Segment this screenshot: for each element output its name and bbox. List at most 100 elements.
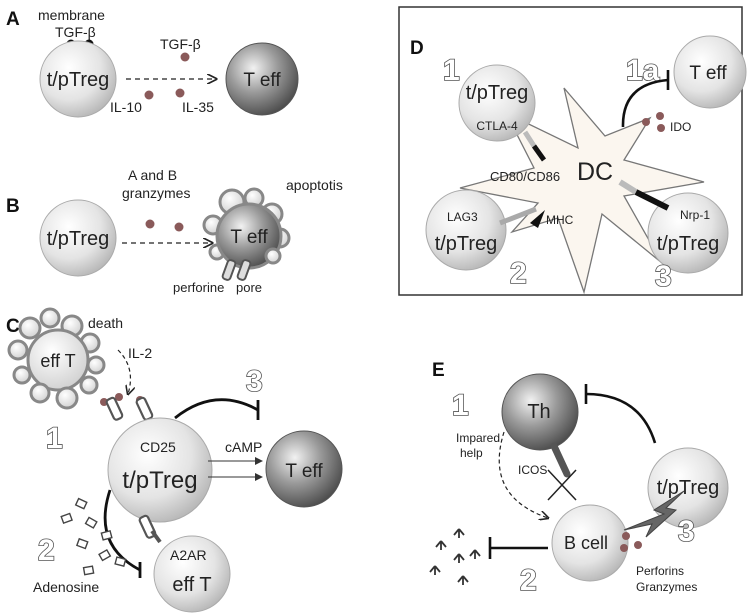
perforin-dot (622, 532, 630, 540)
bcell (551, 504, 629, 582)
membrane-tgf-label: TGF-β (55, 24, 96, 40)
perforin-pore (221, 259, 252, 281)
panel-letter: A (6, 9, 20, 30)
teff-label: T eff (230, 227, 268, 248)
inhibition-arc (621, 78, 669, 128)
icos-receptor (550, 442, 571, 478)
teff-cell (265, 430, 343, 508)
treg-label: t/pTreg (122, 467, 197, 494)
cytokine-dot (180, 52, 190, 62)
mechanism-number: 1 (46, 422, 63, 455)
il2-label: IL-2 (128, 345, 152, 361)
panel-letter: D (410, 38, 424, 59)
mechanism-number: 2 (38, 534, 55, 567)
th-cell (501, 373, 579, 451)
treg-label: t/pTreg (657, 477, 720, 499)
impaired-label: Impared (456, 431, 500, 445)
cd80-ligand (531, 144, 547, 162)
ido-dot (657, 124, 665, 132)
panel-e: E Th ICOS t/pTreg 1 Impared help B cell … (429, 360, 729, 598)
adenosine-label: Adenosine (33, 579, 99, 595)
il10-label: IL-10 (110, 99, 142, 115)
cd80-label: CD80/CD86 (490, 169, 560, 184)
cd25-receptor (105, 396, 154, 421)
cd25-label: CD25 (140, 439, 176, 455)
treg-cell (647, 192, 729, 274)
mechanism-number: 1 (452, 389, 469, 422)
teff-label: T eff (285, 461, 323, 482)
membrane-label: membrane (38, 7, 105, 23)
death-label: death (88, 315, 123, 331)
teff-cell (225, 42, 299, 116)
nrp1-ligand (634, 189, 670, 211)
panel-c: C eff T death IL-2 1 CD25 t/pTreg 3 (6, 307, 343, 613)
nrp1-label: Nrp-1 (680, 208, 710, 222)
adenosine-molecules (60, 497, 127, 576)
apoptotic-teff-cell (202, 187, 291, 270)
efft-cell (153, 535, 231, 613)
mechanism-number: 3 (678, 515, 695, 548)
icos-label: ICOS (518, 463, 547, 477)
mechanism-number: 2 (510, 257, 527, 290)
mechanism-number: 3 (655, 260, 672, 293)
treg-label: t/pTreg (466, 82, 529, 104)
mechanism-number: 2 (520, 564, 537, 597)
ctla4-label: CTLA-4 (476, 119, 518, 133)
treg-label: t/pTreg (47, 228, 110, 250)
treg-cell (107, 417, 213, 523)
granzymes-label: granzymes (122, 185, 190, 201)
perforine-label: perforine (173, 280, 224, 295)
inhibition-arc (585, 392, 657, 444)
granzyme-dot (145, 219, 155, 229)
a2ar-stalk (150, 529, 162, 544)
panel-b: B A and B granzymes t/pTreg T eff apopto… (6, 167, 343, 295)
ido-dot (656, 112, 664, 120)
granzymes-label: A and B (128, 167, 177, 183)
lag3-label: LAG3 (447, 210, 478, 224)
efft-label: eff T (40, 351, 75, 371)
dying-efft-cell (7, 307, 106, 410)
lag3-receptor (499, 206, 537, 226)
treg-label: t/pTreg (435, 233, 498, 255)
tgf-label: TGF-β (160, 36, 201, 52)
cytokine-dot (144, 90, 154, 100)
lightning-icon (623, 490, 685, 538)
teff-cell (673, 35, 747, 109)
panel-a: A membrane TGF-β t/pTreg TGF-β IL-10 IL-… (6, 7, 299, 118)
a2ar-label: A2AR (170, 547, 207, 563)
inhibition-arc (174, 398, 259, 420)
treg-cell (39, 40, 117, 118)
panel-d: D DC CD80/CD86 1 t/pTreg CTLA-4 1a T eff… (398, 6, 747, 296)
th-label: Th (527, 401, 550, 423)
granzymes-label: Granzymes (636, 580, 697, 594)
ctla4-receptor (522, 130, 537, 148)
panel-letter: C (6, 316, 20, 337)
impaired-label: help (460, 446, 483, 460)
teff-label: T eff (243, 70, 281, 91)
cytokine-dot (175, 88, 185, 98)
blocked-cross (547, 469, 577, 501)
mechanism-number: 1 (443, 54, 460, 87)
bcell-label: B cell (564, 533, 608, 553)
perforin-dot (634, 541, 642, 549)
treg-cell (39, 199, 117, 277)
granzyme-dot (174, 222, 184, 232)
nrp1-receptor (618, 179, 638, 195)
il35-label: IL-35 (182, 99, 214, 115)
perforin-dot (620, 544, 628, 552)
mechanism-number: 3 (246, 365, 263, 398)
ido-label: IDO (670, 120, 691, 134)
mhc-molecule (530, 210, 545, 228)
antibody-icons (429, 528, 481, 585)
perforins-label: Perforins (636, 564, 684, 578)
il2-dot (115, 393, 123, 401)
panel-letter: E (432, 360, 445, 381)
apoptosis-label: apoptotis (286, 177, 343, 193)
ido-dot (642, 118, 650, 126)
camp-label: cAMP (225, 439, 262, 455)
treg-cell (458, 64, 536, 142)
treg-label: t/pTreg (47, 69, 110, 91)
dc-label: DC (577, 158, 613, 186)
mhc-label: MHC (546, 213, 574, 227)
